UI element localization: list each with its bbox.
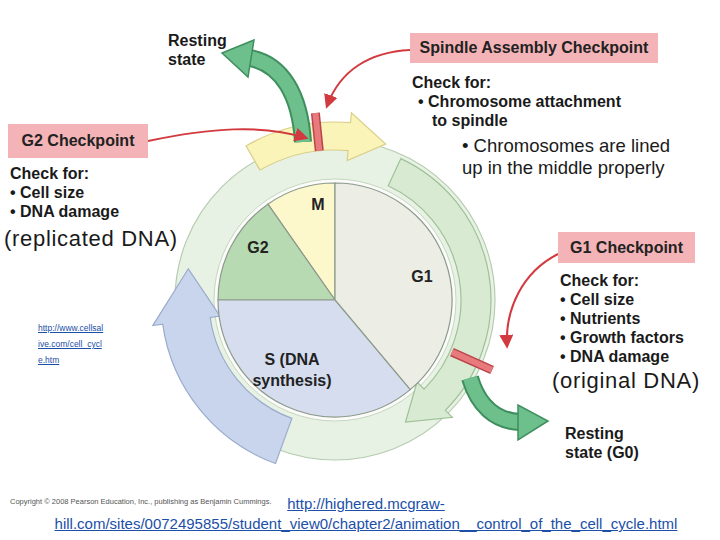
check-item: • DNA damage [10,202,119,221]
checkpoint-pointer [327,50,410,106]
source-link: http://www.cellsalive.com/cell_cycle.htm [38,320,104,368]
checkpoint-pointer [507,254,558,346]
checkpoint-bar [452,352,492,370]
phase-sector: S (DNA synthesis) [218,300,411,418]
exit-arrow-outline [470,378,520,422]
m-ring-arrow [246,113,386,170]
sector-fill [218,300,410,417]
dna-note: (original DNA) [552,368,700,394]
check-item: Check for: [412,73,491,92]
checkpoint-bar-outline [452,352,492,370]
phase-label: G1 [402,267,442,287]
checkpoint-box: G2 CheckpointCheck for:• Cell size• DNA … [8,124,148,158]
source-link: http://highered.mcgraw-hill.com/sites/00… [46,494,686,534]
checkpoint-title: Spindle Assembly Checkpoint [410,33,658,63]
checkpoint-bar [315,113,319,151]
exit-arrow-head [222,40,254,77]
check-item: • Cell size [560,290,634,309]
copyright-note: Copyright © 2008 Pearson Education, Inc.… [10,497,272,507]
check-item: • DNA damage [560,347,669,366]
phase-label: S (DNA synthesis) [228,349,356,391]
checkpoint-pointer [148,129,306,141]
checkpoint-box: G1 CheckpointCheck for:• Cell size• Nutr… [558,232,695,263]
note-text: • Chromosomes are lined up in the middle… [462,135,684,179]
dna-note: (replicated DNA) [4,226,178,252]
check-item: • Chromosome attachment to spindle [418,92,628,130]
check-item: • Growth factors [560,328,684,347]
exit-arrow-head [518,405,548,440]
check-item: Check for: [560,271,639,290]
check-item: • Cell size [10,183,84,202]
check-item: • Nutrients [560,309,640,328]
sector-shape [218,204,335,300]
exit-arrow [470,378,520,422]
phase-label: M [303,195,333,215]
phase-label: G2 [238,238,278,258]
checkpoint-bar-outline [315,113,319,151]
checkpoint-title: G2 Checkpoint [8,124,148,158]
state-label: Resting state (G0) [565,424,657,462]
checkpoint-title: G1 Checkpoint [558,232,695,263]
phase-sector: G2 [218,204,335,300]
sector-fill [218,204,335,300]
checkpoint-box: Spindle Assembly CheckpointCheck for:• C… [410,33,658,63]
state-label: Resting state [168,31,240,69]
check-item: Check for: [10,164,89,183]
